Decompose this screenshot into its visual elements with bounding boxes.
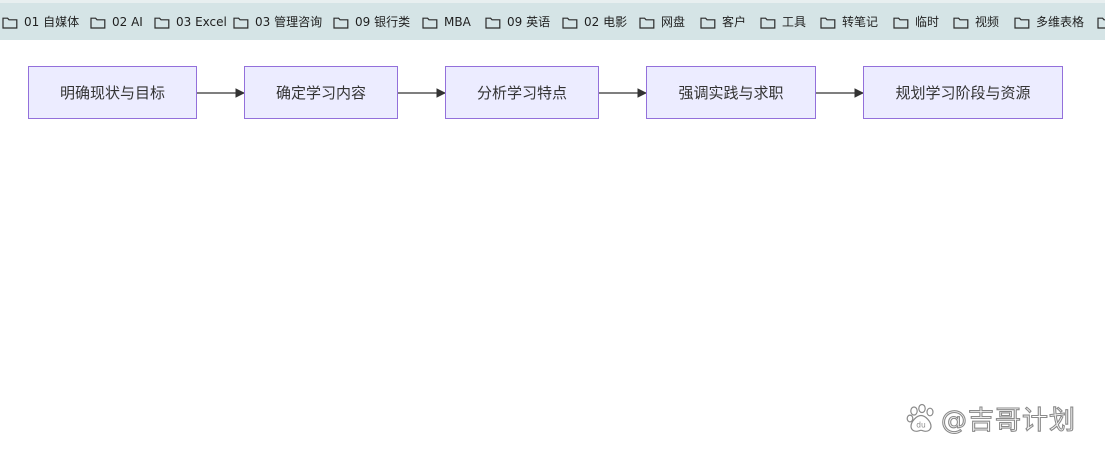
bookmark-folder-shipin[interactable]: 视频 <box>953 12 999 32</box>
bookmark-folder-linshi[interactable]: 临时 <box>893 12 939 32</box>
bookmark-label: 视频 <box>975 15 1000 29</box>
bookmarks-bar: 01 自媒体 02 AI 03 Excel 03 管理咨询 09 银行类 MBA… <box>0 0 1105 40</box>
bookmark-folder-excel[interactable]: 03 Excel <box>154 12 227 32</box>
flow-node-label: 明确现状与目标 <box>59 84 165 102</box>
bookmark-folder-guanli-zixun[interactable]: 03 管理咨询 <box>233 12 322 32</box>
bookmark-label: 03 管理咨询 <box>255 15 323 29</box>
bookmark-label: 网盘 <box>661 15 686 29</box>
bookmark-label: 02 AI <box>112 15 143 29</box>
bookmark-folder-yingyu[interactable]: 09 英语 <box>485 12 550 32</box>
flow-node-1: 明确现状与目标 <box>28 66 197 119</box>
folder-icon <box>485 17 501 29</box>
bookmark-folder-gongju[interactable]: 工具 <box>760 12 806 32</box>
folder-icon <box>154 17 170 29</box>
bookmark-label: 09 英语 <box>507 15 551 29</box>
bookmark-label: 09 银行类 <box>355 15 411 29</box>
bookmark-folder-wangpan[interactable]: 网盘 <box>639 12 685 32</box>
bookmark-folder-duowei-biaoge[interactable]: 多维表格 <box>1014 12 1084 32</box>
folder-icon <box>893 17 909 29</box>
bookmark-folder-dianying[interactable]: 02 电影 <box>562 12 627 32</box>
folder-icon <box>1097 17 1105 29</box>
baidu-paw-icon: du <box>906 403 934 432</box>
watermark-text: @吉哥计划 <box>940 405 1077 436</box>
folder-icon <box>562 17 578 29</box>
bookmark-label: 转笔记 <box>842 15 879 29</box>
bookmark-label: MBA <box>444 15 471 29</box>
folder-icon <box>700 17 716 29</box>
bookmark-folder-yinhang[interactable]: 09 银行类 <box>333 12 410 32</box>
bookmark-label: 多维表格 <box>1036 15 1085 29</box>
folder-icon <box>820 17 836 29</box>
folder-icon <box>953 17 969 29</box>
flow-node-label: 规划学习阶段与资源 <box>895 84 1031 102</box>
bookmarks-bar-top-strip <box>0 0 1105 3</box>
folder-icon <box>2 17 18 29</box>
folder-icon <box>1014 17 1030 29</box>
bookmark-label: 客户 <box>722 15 747 29</box>
flow-node-label: 强调实践与求职 <box>678 84 784 102</box>
baidu-logo-text: du <box>916 421 926 430</box>
folder-icon <box>90 17 106 29</box>
folder-icon <box>422 17 438 29</box>
bookmark-label: 03 Excel <box>176 15 227 29</box>
watermark: du @吉哥计划 <box>905 396 1076 440</box>
bookmark-label: 临时 <box>915 15 940 29</box>
bookmark-folder-mba[interactable]: MBA <box>422 12 471 32</box>
bookmark-folder-zimeiti[interactable]: 01 自媒体 <box>2 12 79 32</box>
bookmark-folder-zhuanbiji[interactable]: 转笔记 <box>820 12 878 32</box>
folder-icon <box>333 17 349 29</box>
folder-icon <box>760 17 776 29</box>
flow-node-5: 规划学习阶段与资源 <box>863 66 1063 119</box>
folder-icon <box>233 17 249 29</box>
flow-node-label: 确定学习内容 <box>275 84 366 102</box>
bookmark-folder-overflow[interactable] <box>1097 12 1105 32</box>
flow-node-label: 分析学习特点 <box>476 84 567 102</box>
folder-icon <box>639 17 655 29</box>
bookmark-folder-ai[interactable]: 02 AI <box>90 12 143 32</box>
bookmark-folder-kehu[interactable]: 客户 <box>700 12 746 32</box>
bookmark-label: 工具 <box>782 15 807 29</box>
bookmark-label: 02 电影 <box>584 15 628 29</box>
flow-node-3: 分析学习特点 <box>445 66 599 119</box>
flow-node-2: 确定学习内容 <box>244 66 398 119</box>
bookmark-label: 01 自媒体 <box>24 15 80 29</box>
flow-node-4: 强调实践与求职 <box>646 66 816 119</box>
